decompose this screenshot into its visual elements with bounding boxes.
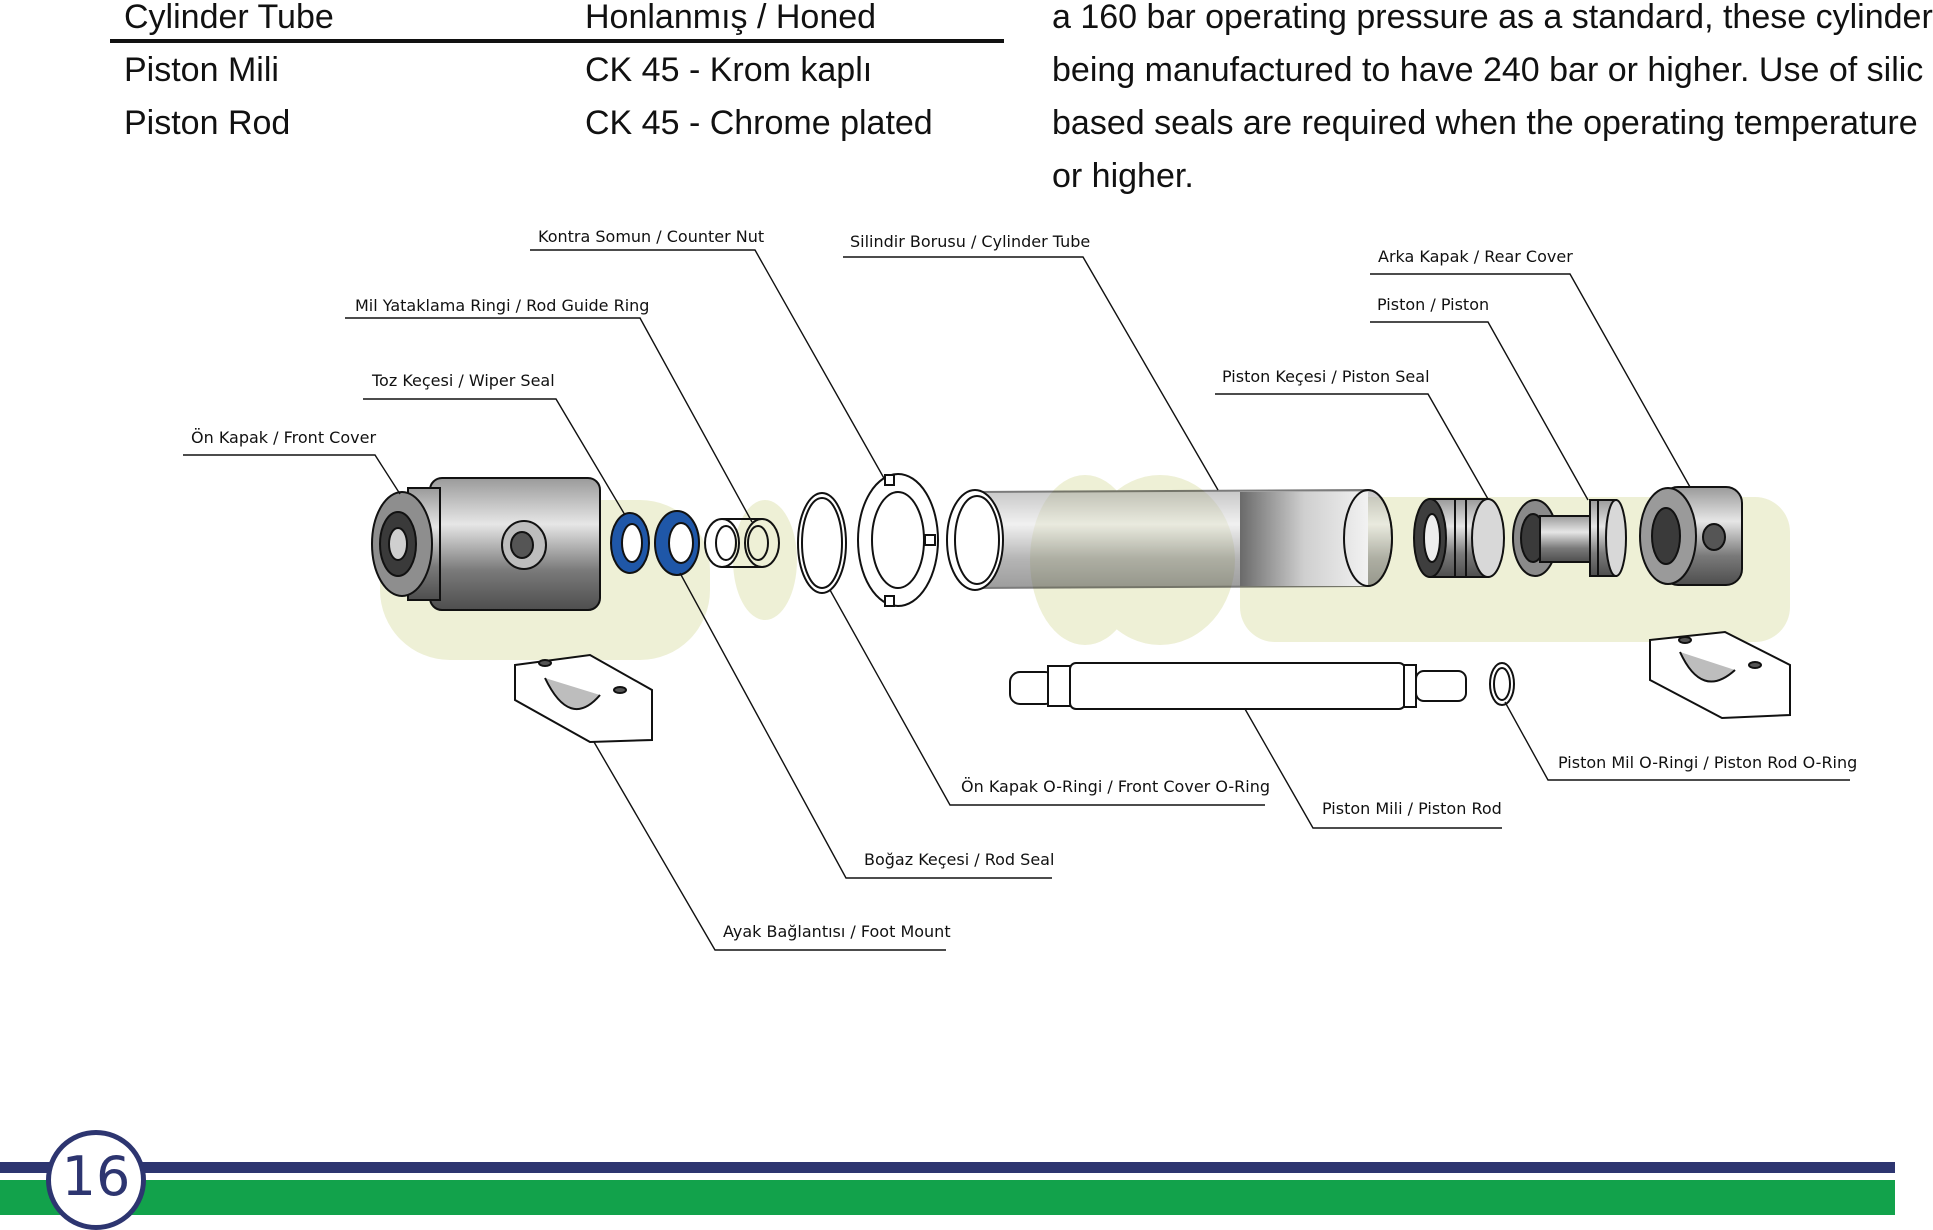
paragraph-line-4: or higher. — [1052, 157, 1194, 195]
wiper-seal-part — [610, 512, 650, 574]
foot-mount-right-part — [1649, 630, 1791, 720]
spec-name-piston-mili: Piston Mili — [124, 51, 279, 89]
label-piston-rod-o-ring: Piston Mil O-Ringi / Piston Rod O-Ring — [1558, 753, 1858, 772]
label-piston-seal: Piston Keçesi / Piston Seal — [1222, 367, 1430, 386]
spec-table-rule — [110, 39, 1004, 43]
paragraph-line-3: based seals are required when the operat… — [1052, 104, 1918, 142]
footer-green-stripe — [0, 1180, 1895, 1215]
rod-guide-ring-part — [704, 518, 780, 568]
paragraph-line-2: being manufactured to have 240 bar or hi… — [1052, 51, 1924, 89]
label-foot-mount: Ayak Bağlantısı / Foot Mount — [723, 922, 951, 941]
spec-value-piston-rod: CK 45 - Chrome plated — [585, 104, 933, 142]
page-number: 16 — [61, 1145, 131, 1208]
page-number-badge — [46, 1130, 146, 1230]
spec-value-piston-mili: CK 45 - Krom kaplı — [585, 51, 873, 89]
label-piston: Piston / Piston — [1377, 295, 1490, 314]
leader-lines — [183, 249, 1850, 951]
label-rear-cover: Arka Kapak / Rear Cover — [1378, 247, 1573, 266]
front-cover-part — [371, 477, 601, 611]
label-front-cover-o-ring: Ön Kapak O-Ringi / Front Cover O-Ring — [961, 777, 1270, 796]
label-rod-seal: Boğaz Keçesi / Rod Seal — [864, 850, 1055, 869]
rod-seal-part — [654, 510, 700, 576]
piston-rod-part — [1009, 662, 1467, 710]
exploded-view-diagram — [183, 249, 1850, 951]
front-cover-o-ring-part — [797, 492, 847, 594]
piston-part — [1512, 499, 1627, 577]
paragraph-line-1: a 160 bar operating pressure as a standa… — [1052, 0, 1933, 36]
label-front-cover: Ön Kapak / Front Cover — [191, 428, 377, 447]
spec-name-cylinder-tube: Cylinder Tube — [124, 0, 334, 36]
rear-cover-part — [1639, 486, 1743, 586]
label-rod-guide-ring: Mil Yataklama Ringi / Rod Guide Ring — [355, 296, 650, 315]
spec-name-piston-rod: Piston Rod — [124, 104, 291, 142]
counter-nut-part — [857, 473, 939, 607]
label-cylinder-tube: Silindir Borusu / Cylinder Tube — [850, 232, 1091, 251]
piston-seal-part — [1413, 498, 1505, 578]
footer-navy-stripe — [0, 1162, 1895, 1173]
label-wiper-seal: Toz Keçesi / Wiper Seal — [372, 371, 555, 390]
label-piston-rod: Piston Mili / Piston Rod — [1322, 799, 1502, 818]
spec-value-cylinder-tube: Honlanmış / Honed — [585, 0, 877, 36]
label-counter-nut: Kontra Somun / Counter Nut — [538, 227, 765, 246]
foot-mount-left-part — [514, 653, 653, 744]
piston-rod-o-ring-part — [1489, 662, 1515, 706]
cylinder-tube-part — [946, 488, 1393, 591]
